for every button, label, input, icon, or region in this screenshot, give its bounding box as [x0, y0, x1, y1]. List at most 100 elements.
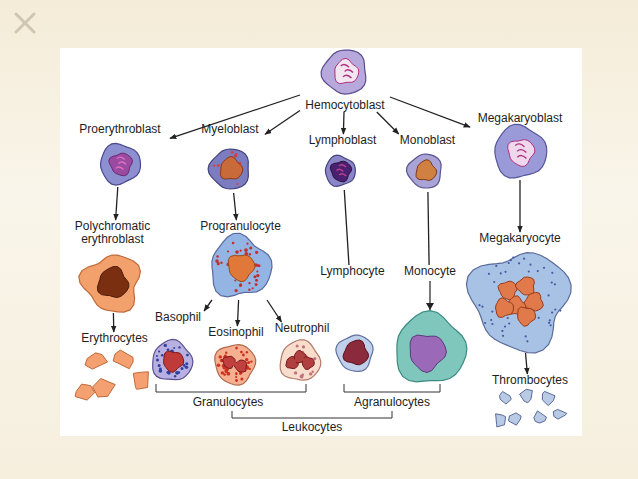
- nucleus-lobe: [518, 307, 536, 326]
- platelet: [520, 389, 533, 403]
- cell-granule: [296, 345, 299, 348]
- cell-granule: [164, 344, 167, 347]
- cell-granule: [235, 376, 237, 378]
- cell-nucleus: [221, 157, 243, 180]
- cell-nucleus: [410, 335, 446, 372]
- cell-granule: [526, 340, 528, 342]
- nucleus-strand: [229, 362, 241, 366]
- slide-ornament: [16, 14, 34, 32]
- cell-granule: [501, 330, 503, 332]
- connector-arrow: [428, 192, 429, 265]
- nucleus-strand: [292, 357, 308, 363]
- cell-granule: [250, 360, 252, 362]
- cell-granule: [235, 289, 238, 292]
- cell-granule: [551, 272, 553, 274]
- cell-node: Proerythroblast: [70, 123, 170, 187]
- internal-arrowhead: [426, 303, 434, 310]
- cell-granule: [250, 247, 252, 249]
- chromatin: [339, 165, 346, 167]
- group-label: Agranulocytes: [332, 396, 452, 409]
- cell-node: Thrombocytes: [485, 374, 575, 432]
- cell-label: Myeloblast: [195, 123, 265, 136]
- cell-granule: [247, 361, 250, 364]
- chromatin: [119, 162, 127, 165]
- erythrocyte: [85, 353, 107, 369]
- cell-granule: [219, 356, 221, 358]
- group-label: Granulocytes: [168, 396, 288, 409]
- cell-granule: [257, 275, 259, 277]
- cell-label: Monocyte: [393, 265, 467, 278]
- cell-granule: [550, 324, 552, 326]
- chromatin: [517, 156, 526, 159]
- cell-nucleus: [330, 161, 351, 182]
- cell-granule: [225, 352, 227, 354]
- cell-granule: [232, 242, 235, 245]
- cell-granule: [158, 364, 161, 367]
- cell-granule: [551, 282, 553, 284]
- cell-granule: [221, 371, 224, 374]
- cell-granule: [481, 306, 483, 308]
- cell-node: Megakaryoblast: [470, 112, 570, 180]
- chromatin: [341, 64, 349, 67]
- cell-label: Progranulocyte: [193, 220, 288, 233]
- cell-granule: [504, 271, 506, 273]
- cell-body: [280, 340, 321, 380]
- cell-granule: [529, 264, 531, 266]
- cell-granule: [217, 364, 220, 367]
- cell-nucleus: [97, 267, 128, 298]
- cell-granule: [178, 346, 180, 348]
- cell-granule: [235, 153, 238, 156]
- erythrocyte: [133, 372, 148, 390]
- platelet: [534, 411, 547, 423]
- cell-granule: [491, 323, 493, 325]
- cell-label: Lymphoblast: [300, 134, 385, 147]
- cell-granule: [158, 350, 160, 352]
- cell-body: [153, 339, 193, 379]
- cell-granule: [255, 251, 258, 254]
- cell-granule: [235, 379, 238, 382]
- cell-granule: [240, 351, 243, 354]
- cell-granule: [185, 362, 187, 364]
- erythrocyte: [75, 384, 95, 400]
- group-label: Leukocytes: [252, 421, 372, 434]
- cell-granule: [523, 258, 525, 260]
- cell-node: Hemocytoblast: [300, 48, 390, 112]
- cell-illustration: [310, 265, 395, 375]
- cell-body: [325, 155, 355, 186]
- chromatin: [339, 174, 346, 176]
- cell-node: Neutrophil: [269, 322, 335, 384]
- granulocyte-bracket: [156, 384, 306, 392]
- cell-granule: [248, 289, 250, 291]
- platelet: [553, 409, 567, 419]
- cell-body: [212, 233, 272, 297]
- cell-granule: [227, 250, 229, 252]
- cell-granule: [161, 354, 164, 357]
- cell-granule: [549, 319, 551, 321]
- cell-granule: [493, 281, 495, 283]
- cell-nucleus: [228, 255, 255, 282]
- cell-granule: [156, 355, 158, 357]
- cell-granule: [248, 282, 250, 284]
- cell-granule: [559, 310, 561, 312]
- cell-granule: [219, 355, 222, 358]
- cell-label: Basophil: [150, 311, 206, 324]
- cell-granule: [255, 283, 258, 286]
- chromatin: [515, 144, 524, 147]
- cell-granule: [554, 308, 556, 310]
- platelet: [496, 414, 506, 427]
- connector-arrow: [265, 111, 300, 135]
- cell-node: Megakaryocyte: [465, 232, 575, 353]
- cell-label: Thrombocytes: [485, 374, 575, 387]
- cell-granule: [217, 164, 220, 167]
- cell-granule: [249, 247, 252, 250]
- cell-granule: [213, 164, 215, 166]
- connector-arrow: [204, 300, 212, 311]
- cell-granule: [512, 256, 514, 258]
- cell-granule: [253, 275, 256, 278]
- cell-body: [466, 253, 571, 353]
- cell-node: Erythrocytes: [72, 332, 157, 402]
- cell-granule: [551, 312, 553, 314]
- cell-granule: [235, 347, 238, 350]
- cell-nucleus: [416, 160, 437, 181]
